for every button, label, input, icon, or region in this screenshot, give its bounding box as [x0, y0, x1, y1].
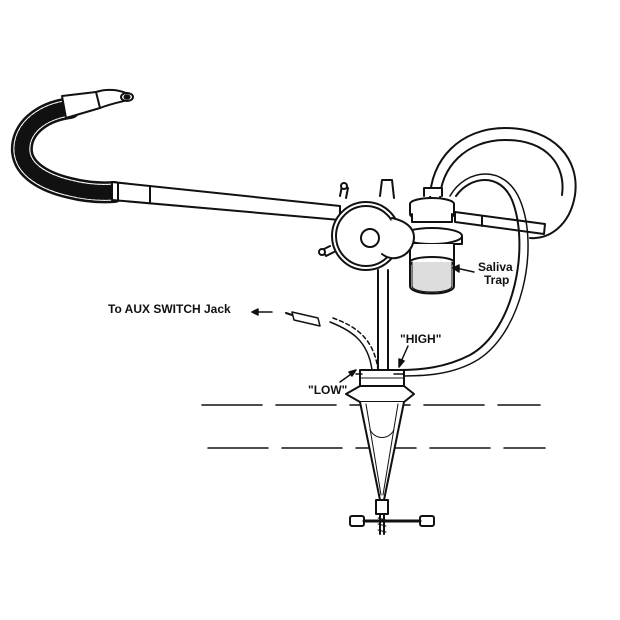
clamp-hub	[319, 180, 414, 270]
saliva-trap-label-line2: Trap	[484, 273, 510, 287]
saliva-trap	[402, 188, 462, 294]
saliva-trap-label-line1: Saliva	[478, 260, 513, 274]
high-port-label: "HIGH"	[400, 332, 442, 346]
base-clamp	[346, 370, 434, 534]
sample-tubing	[398, 128, 576, 376]
label-arrows	[252, 265, 474, 382]
aux-switch-label: To AUX SWITCH Jack	[108, 302, 231, 316]
boom-arm	[112, 182, 545, 234]
aux-cable	[286, 312, 378, 370]
low-port-label: "LOW"	[308, 383, 348, 397]
saliva-trap-label: Saliva Trap	[478, 261, 513, 287]
support-rod	[378, 270, 388, 370]
corrugated-hose	[22, 90, 133, 193]
